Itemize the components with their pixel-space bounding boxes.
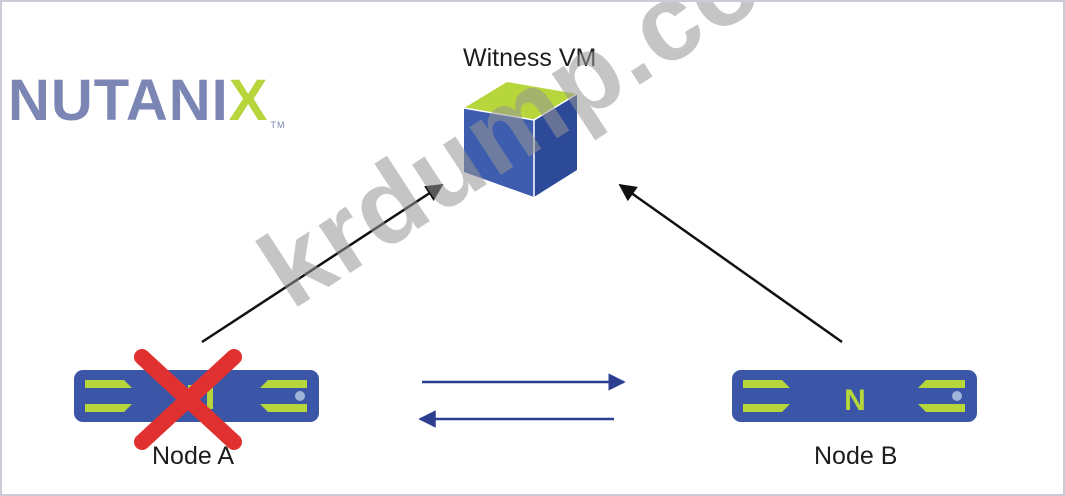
witness-vm-cube-icon	[463, 82, 578, 197]
witness-vm-label: Witness VM	[463, 44, 597, 72]
node-a-label: Node A	[152, 442, 235, 470]
arrow-node-b-to-witness	[618, 183, 843, 344]
node-a-failure-x-icon	[134, 349, 242, 450]
node-b-badge-letter: N	[844, 384, 866, 417]
node-b-label: Node B	[814, 442, 898, 470]
arrow-node-a-to-witness	[201, 183, 444, 344]
node-b-server-icon: N	[732, 370, 977, 422]
